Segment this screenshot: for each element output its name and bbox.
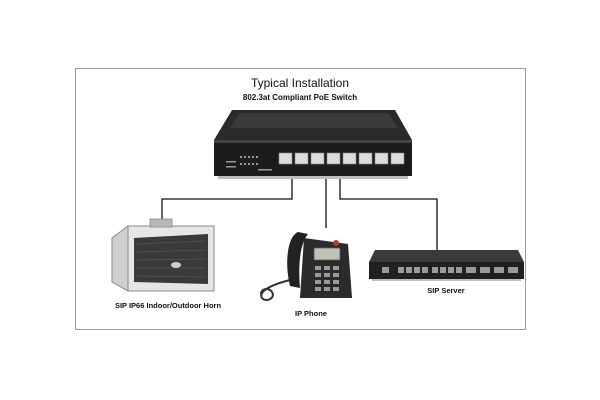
switch-port xyxy=(342,152,357,165)
switch-ports xyxy=(278,152,405,165)
switch-port xyxy=(358,152,373,165)
switch-base-shadow xyxy=(218,176,408,179)
horn-grille xyxy=(134,234,208,284)
server-front xyxy=(369,262,524,279)
switch-status-leds xyxy=(226,156,272,171)
switch-port xyxy=(326,152,341,165)
sip-server xyxy=(369,250,524,281)
switch-port xyxy=(390,152,405,165)
switch-port xyxy=(374,152,389,165)
server-top xyxy=(369,250,524,262)
diagram-title: Typical Installation xyxy=(250,76,350,90)
server-label: SIP Server xyxy=(427,286,465,295)
cable-horn xyxy=(161,172,293,219)
cable-server xyxy=(339,172,438,250)
switch-port xyxy=(278,152,293,165)
server-ports xyxy=(382,267,518,273)
switch-port xyxy=(294,152,309,165)
server-base-shadow xyxy=(372,279,521,281)
cables xyxy=(161,172,438,250)
phone-handset xyxy=(287,232,308,288)
horn-logo-badge xyxy=(171,262,181,268)
horn-mount-bracket xyxy=(149,218,173,228)
switch-top-sheen xyxy=(230,113,398,128)
phone-display xyxy=(313,247,341,261)
poe-switch xyxy=(214,110,412,179)
phone-logo xyxy=(333,240,339,246)
diagram-frame xyxy=(75,68,526,330)
phone-cord xyxy=(260,279,291,302)
phone-keypad xyxy=(315,266,339,291)
horn-label: SIP IP66 Indoor/Outdoor Horn xyxy=(114,301,222,310)
ip-phone xyxy=(260,232,352,302)
horn-grille-lines xyxy=(135,240,207,278)
switch-port xyxy=(310,152,325,165)
switch-front-edge xyxy=(214,140,412,143)
sip-horn xyxy=(111,218,215,292)
switch-label: 802.3at Compliant PoE Switch xyxy=(242,93,358,102)
phone-label: IP Phone xyxy=(295,309,327,318)
